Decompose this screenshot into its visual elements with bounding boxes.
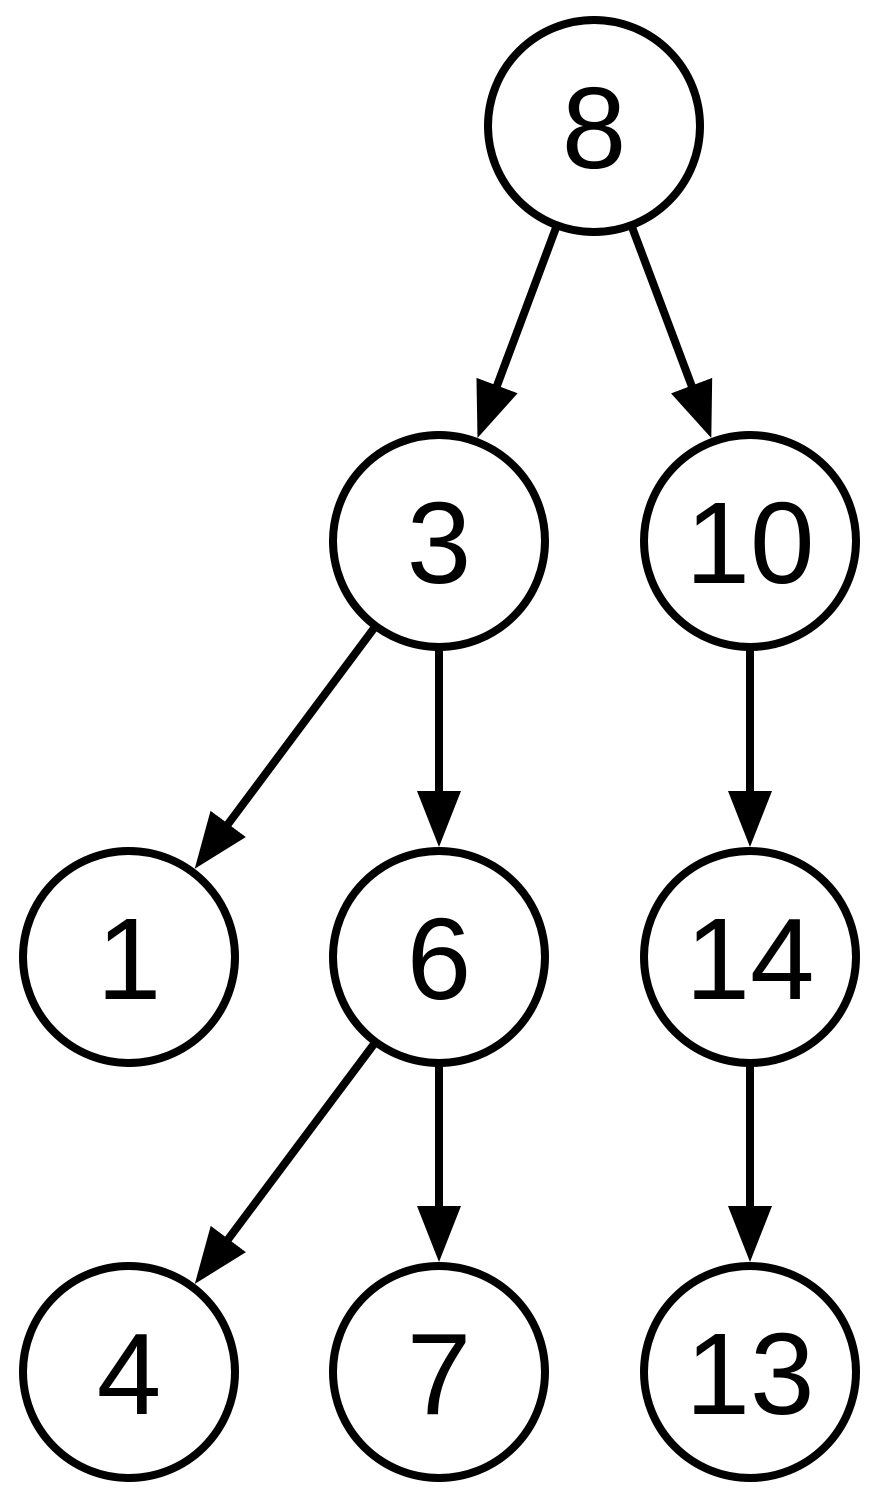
tree-node-1: 1 (19, 847, 239, 1067)
node-circle-7 (329, 1262, 549, 1482)
node-label-8: 8 (562, 63, 627, 193)
edge-8-10 (627, 223, 713, 439)
tree-node-14: 14 (640, 847, 860, 1067)
node-label-6: 6 (407, 894, 472, 1024)
node-circle-14 (640, 847, 860, 1067)
edge-3-1 (194, 623, 379, 869)
edge-6-4 (194, 1039, 379, 1284)
tree-node-4: 4 (19, 1262, 239, 1482)
tree-node-6: 6 (329, 847, 549, 1067)
tree-node-7: 7 (329, 1262, 549, 1482)
node-label-4: 4 (97, 1309, 162, 1439)
node-label-1: 1 (97, 894, 162, 1024)
node-circle-4 (19, 1262, 239, 1482)
node-label-7: 7 (407, 1309, 472, 1439)
edge-8-3 (476, 223, 561, 438)
node-label-13: 13 (685, 1309, 814, 1439)
node-label-3: 3 (407, 478, 472, 608)
node-label-10: 10 (685, 478, 814, 608)
node-label-14: 14 (685, 894, 814, 1024)
node-circle-13 (640, 1262, 860, 1482)
tree-node-10: 10 (640, 431, 860, 651)
node-circle-6 (329, 847, 549, 1067)
node-circle-3 (329, 431, 549, 651)
tree-node-13: 13 (640, 1262, 860, 1482)
tree-node-8: 8 (484, 16, 704, 236)
node-circle-8 (484, 16, 704, 236)
node-circle-10 (640, 431, 860, 651)
node-circle-1 (19, 847, 239, 1067)
tree-node-3: 3 (329, 431, 549, 651)
